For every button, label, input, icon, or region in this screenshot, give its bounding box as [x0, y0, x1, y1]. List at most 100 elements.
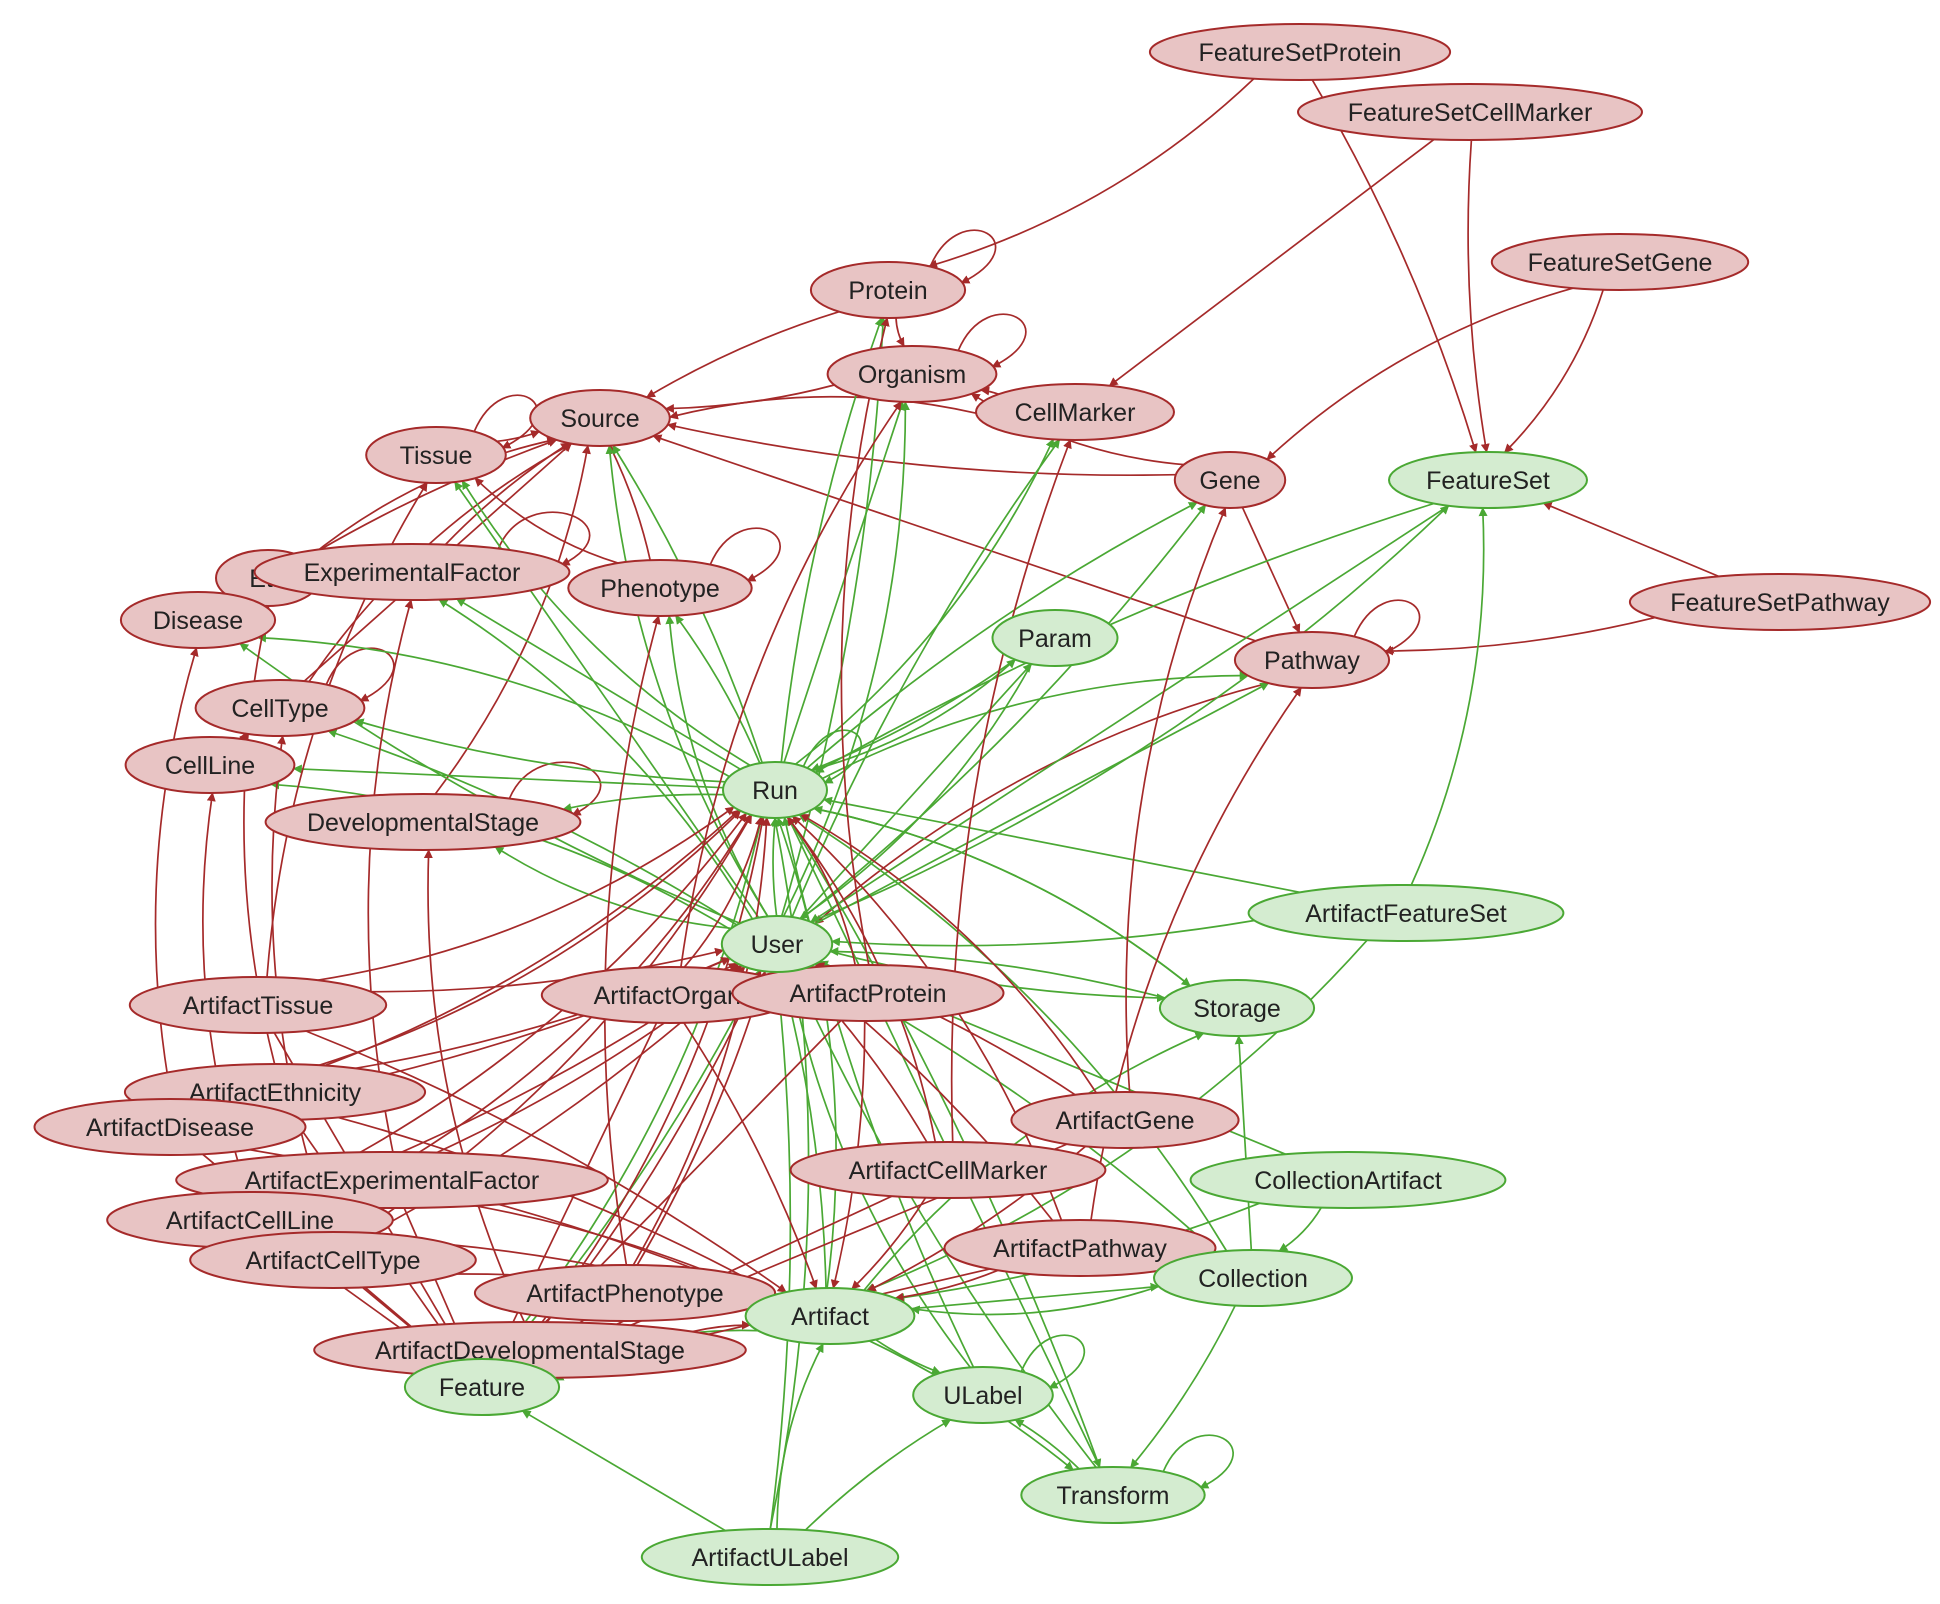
node-run[interactable]: Run — [722, 761, 828, 819]
node-ellipse — [1490, 233, 1750, 291]
node-disease[interactable]: Disease — [119, 591, 277, 649]
node-artifact-phenotype[interactable]: ArtifactPhenotype — [473, 1264, 777, 1322]
node-label: Param — [1018, 625, 1092, 653]
edge-phenotype-to-tissue — [474, 477, 619, 564]
node-transform[interactable]: Transform — [1020, 1466, 1206, 1524]
edge-artifact-organism-to-artifact — [683, 1022, 818, 1290]
node-ellipse — [720, 915, 834, 973]
node-phenotype[interactable]: Phenotype — [567, 559, 753, 617]
node-label: CollectionArtifact — [1254, 1167, 1442, 1195]
node-label: ArtifactProtein — [789, 980, 946, 1008]
node-artifact[interactable]: Artifact — [744, 1287, 916, 1345]
node-artifact-organism[interactable]: ArtifactOrgani — [540, 966, 800, 1024]
node-artifact-tissue[interactable]: ArtifactTissue — [128, 976, 388, 1034]
node-artifact-cell-marker[interactable]: ArtifactCellMarker — [789, 1141, 1107, 1199]
node-ellipse — [640, 1528, 900, 1586]
node-ellipse — [731, 964, 1005, 1022]
node-artifact-ulabel[interactable]: ArtifactULabel — [640, 1528, 900, 1586]
node-label: Feature — [439, 1374, 525, 1402]
node-cell-marker[interactable]: CellMarker — [975, 383, 1175, 441]
edge-organism-to-organism — [957, 313, 1027, 368]
edge-run-to-organism — [783, 400, 905, 763]
edge-storage-to-user — [829, 947, 1166, 999]
node-ellipse — [189, 1231, 477, 1289]
node-gene[interactable]: Gene — [1173, 451, 1287, 509]
edge-artifact-phenotype-to-phenotype — [603, 615, 661, 1266]
node-ellipse — [912, 1366, 1054, 1424]
edge-feature-set-pathway-to-pathway — [1384, 616, 1656, 656]
node-ellipse — [365, 426, 507, 484]
node-label: Storage — [1193, 995, 1281, 1023]
edge-collection-artifact-to-collection — [1278, 1207, 1323, 1252]
node-artifact-cell-type[interactable]: ArtifactCellType — [189, 1231, 477, 1289]
node-label: Gene — [1199, 467, 1260, 495]
node-cell-type[interactable]: CellType — [194, 679, 366, 737]
edge-feature-set-cell-marker-to-cell-marker — [1108, 138, 1435, 387]
node-feature-set-pathway[interactable]: FeatureSetPathway — [1628, 573, 1932, 631]
edge-artifact-organism-to-run — [683, 816, 764, 968]
node-ellipse — [1010, 1091, 1240, 1149]
edge-protein-to-protein — [929, 229, 997, 284]
edge-user-to-source — [605, 444, 769, 917]
node-collection-artifact[interactable]: CollectionArtifact — [1189, 1151, 1507, 1209]
node-feature[interactable]: Feature — [403, 1358, 561, 1416]
edge-tissue-to-source — [496, 430, 541, 443]
edge-developmental-stage-to-source — [434, 444, 591, 795]
edge-artifact-ulabel-to-feature — [521, 1410, 726, 1532]
node-ulabel[interactable]: ULabel — [912, 1366, 1054, 1424]
node-pathway[interactable]: Pathway — [1233, 631, 1391, 689]
edge-artifact-to-collection — [911, 1282, 1160, 1310]
node-artifact-feature-set[interactable]: ArtifactFeatureSet — [1247, 884, 1565, 942]
node-feature-set[interactable]: FeatureSet — [1388, 451, 1588, 509]
node-ellipse — [1233, 631, 1391, 689]
edge-run-to-transform — [787, 816, 1102, 1469]
node-feature-set-protein[interactable]: FeatureSetProtein — [1148, 23, 1452, 81]
node-artifact-developmental-stage[interactable]: ArtifactDevelopmentalStage — [313, 1321, 747, 1379]
node-label: Phenotype — [600, 575, 720, 603]
node-developmental-stage[interactable]: DevelopmentalStage — [264, 793, 582, 851]
node-label: ArtifactCellLine — [166, 1207, 334, 1235]
node-artifact-gene[interactable]: ArtifactGene — [1010, 1091, 1240, 1149]
edge-feature-set-gene-to-gene — [1266, 287, 1574, 460]
edge-transform-to-transform — [1162, 1434, 1234, 1489]
edge-run-to-developmental-stage — [562, 793, 724, 813]
edge-run-to-tissue — [461, 480, 751, 767]
node-label: ArtifactPhenotype — [526, 1280, 723, 1308]
node-protein[interactable]: Protein — [809, 261, 967, 319]
node-organism[interactable]: Organism — [826, 345, 998, 403]
node-storage[interactable]: Storage — [1158, 979, 1316, 1037]
node-ellipse — [1247, 884, 1565, 942]
node-experimental-factor[interactable]: ExperimentalFactor — [253, 543, 571, 601]
node-feature-set-gene[interactable]: FeatureSetGene — [1490, 233, 1750, 291]
node-artifact-protein[interactable]: ArtifactProtein — [731, 964, 1005, 1022]
node-tissue[interactable]: Tissue — [365, 426, 507, 484]
node-ellipse — [975, 383, 1175, 441]
node-source[interactable]: Source — [529, 389, 671, 447]
node-ellipse — [128, 976, 388, 1034]
edge-feature-set-to-run — [814, 502, 1435, 774]
node-feature-set-cell-marker[interactable]: FeatureSetCellMarker — [1297, 83, 1643, 141]
edge-pathway-to-user — [814, 682, 1269, 925]
node-label: ArtifactOrgani — [594, 982, 747, 1010]
edge-user-to-cell-marker — [791, 438, 1061, 918]
node-label: ArtifactDisease — [86, 1114, 254, 1142]
node-ellipse — [1388, 451, 1588, 509]
node-param[interactable]: Param — [991, 609, 1119, 667]
node-user[interactable]: User — [720, 915, 834, 973]
node-collection[interactable]: Collection — [1153, 1249, 1353, 1307]
edge-artifact-cell-marker-to-artifact — [851, 1197, 927, 1290]
node-ellipse — [1628, 573, 1932, 631]
node-ellipse — [1153, 1249, 1353, 1307]
node-artifact-disease[interactable]: ArtifactDisease — [33, 1098, 307, 1156]
edge-tissue-to-tissue — [473, 394, 539, 449]
node-ellipse — [943, 1219, 1217, 1277]
node-cell-line[interactable]: CellLine — [124, 736, 296, 794]
node-label: ArtifactExperimentalFactor — [245, 1167, 540, 1195]
node-artifact-pathway[interactable]: ArtifactPathway — [943, 1219, 1217, 1277]
edge-artifact-tissue-to-artifact — [305, 1030, 787, 1293]
edge-feature-set-gene-to-feature-set — [1504, 289, 1605, 454]
edge-gene-to-pathway — [1241, 506, 1301, 634]
node-label: ExperimentalFactor — [304, 559, 521, 587]
edge-artifact-cell-marker-to-cell-marker — [950, 439, 1072, 1143]
